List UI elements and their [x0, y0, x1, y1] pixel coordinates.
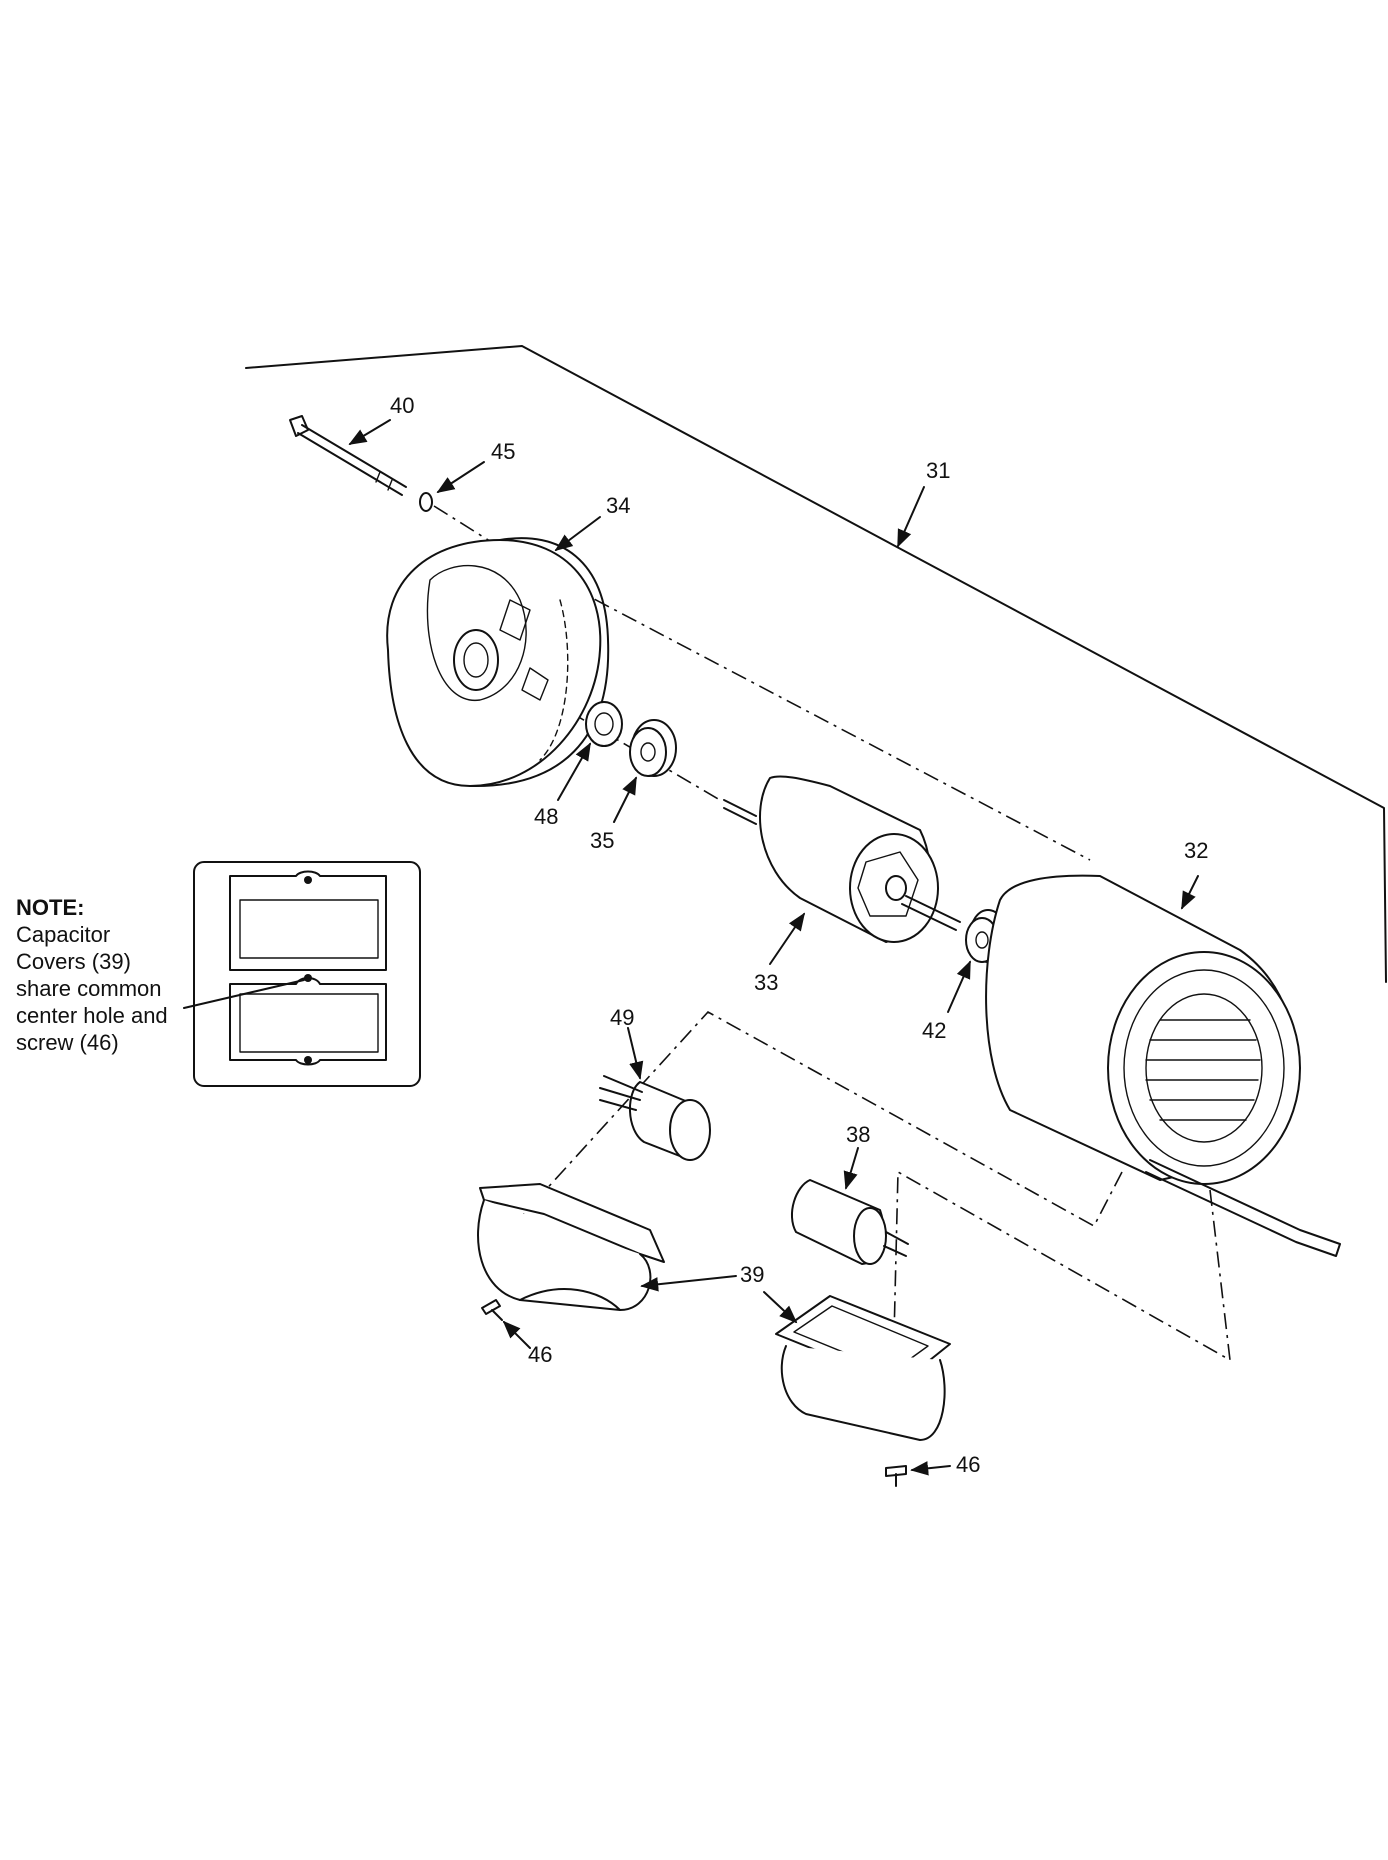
callout-39: 39	[740, 1262, 764, 1287]
assembly-bracket-line	[245, 345, 1387, 983]
capacitor-cover-right	[775, 1295, 951, 1441]
callout-49: 49	[610, 1005, 634, 1030]
screw-left	[481, 1299, 503, 1321]
leader-39a	[640, 1275, 737, 1292]
screw-right	[885, 1465, 907, 1487]
leader-38	[843, 1147, 859, 1190]
lock-washer	[419, 492, 433, 512]
bearing-front	[629, 719, 677, 777]
callout-48: 48	[534, 804, 558, 829]
callout-45: 45	[491, 439, 515, 464]
shaft-seal	[585, 701, 623, 747]
rotor	[723, 775, 961, 943]
leader-32	[1181, 875, 1199, 910]
callout-32: 32	[1184, 838, 1208, 863]
wiring-dash-path-2	[891, 1170, 1231, 1421]
leader-34	[554, 516, 601, 552]
callout-46a: 46	[528, 1342, 552, 1367]
note-line: screw (46)	[16, 1030, 119, 1055]
leader-42	[947, 960, 971, 1013]
leader-46b	[910, 1461, 951, 1476]
through-bolt	[289, 415, 407, 496]
capacitor-cover-left	[477, 1183, 665, 1311]
callout-38: 38	[846, 1122, 870, 1147]
leader-33	[769, 912, 806, 965]
note-block: NOTE: Capacitor Covers (39) share common…	[16, 894, 168, 1056]
stator-housing	[985, 874, 1341, 1257]
callout-46b: 46	[956, 1452, 980, 1477]
leader-40	[348, 419, 391, 445]
leader-46a	[502, 1320, 531, 1349]
capacitor-cover-inset	[193, 861, 421, 1087]
wiring-dash-path	[499, 1010, 1123, 1241]
note-line: Capacitor	[16, 922, 111, 947]
callout-42: 42	[922, 1018, 946, 1043]
leader-35	[613, 776, 637, 823]
run-capacitor	[791, 1179, 909, 1265]
note-leader	[183, 979, 305, 1009]
leader-49	[627, 1027, 644, 1080]
callout-35: 35	[590, 828, 614, 853]
leader-31	[897, 486, 925, 548]
end-bell	[386, 537, 610, 788]
note-line: share common	[16, 976, 162, 1001]
note-title: NOTE:	[16, 895, 85, 920]
leader-39b	[763, 1291, 798, 1324]
leader-48	[557, 742, 591, 801]
leader-45	[436, 461, 485, 493]
callout-33: 33	[754, 970, 778, 995]
callout-31: 31	[926, 458, 950, 483]
callout-34: 34	[606, 493, 630, 518]
note-line: center hole and	[16, 1003, 168, 1028]
callout-40: 40	[390, 393, 414, 418]
note-line: Covers (39)	[16, 949, 131, 974]
start-capacitor	[599, 1075, 711, 1161]
